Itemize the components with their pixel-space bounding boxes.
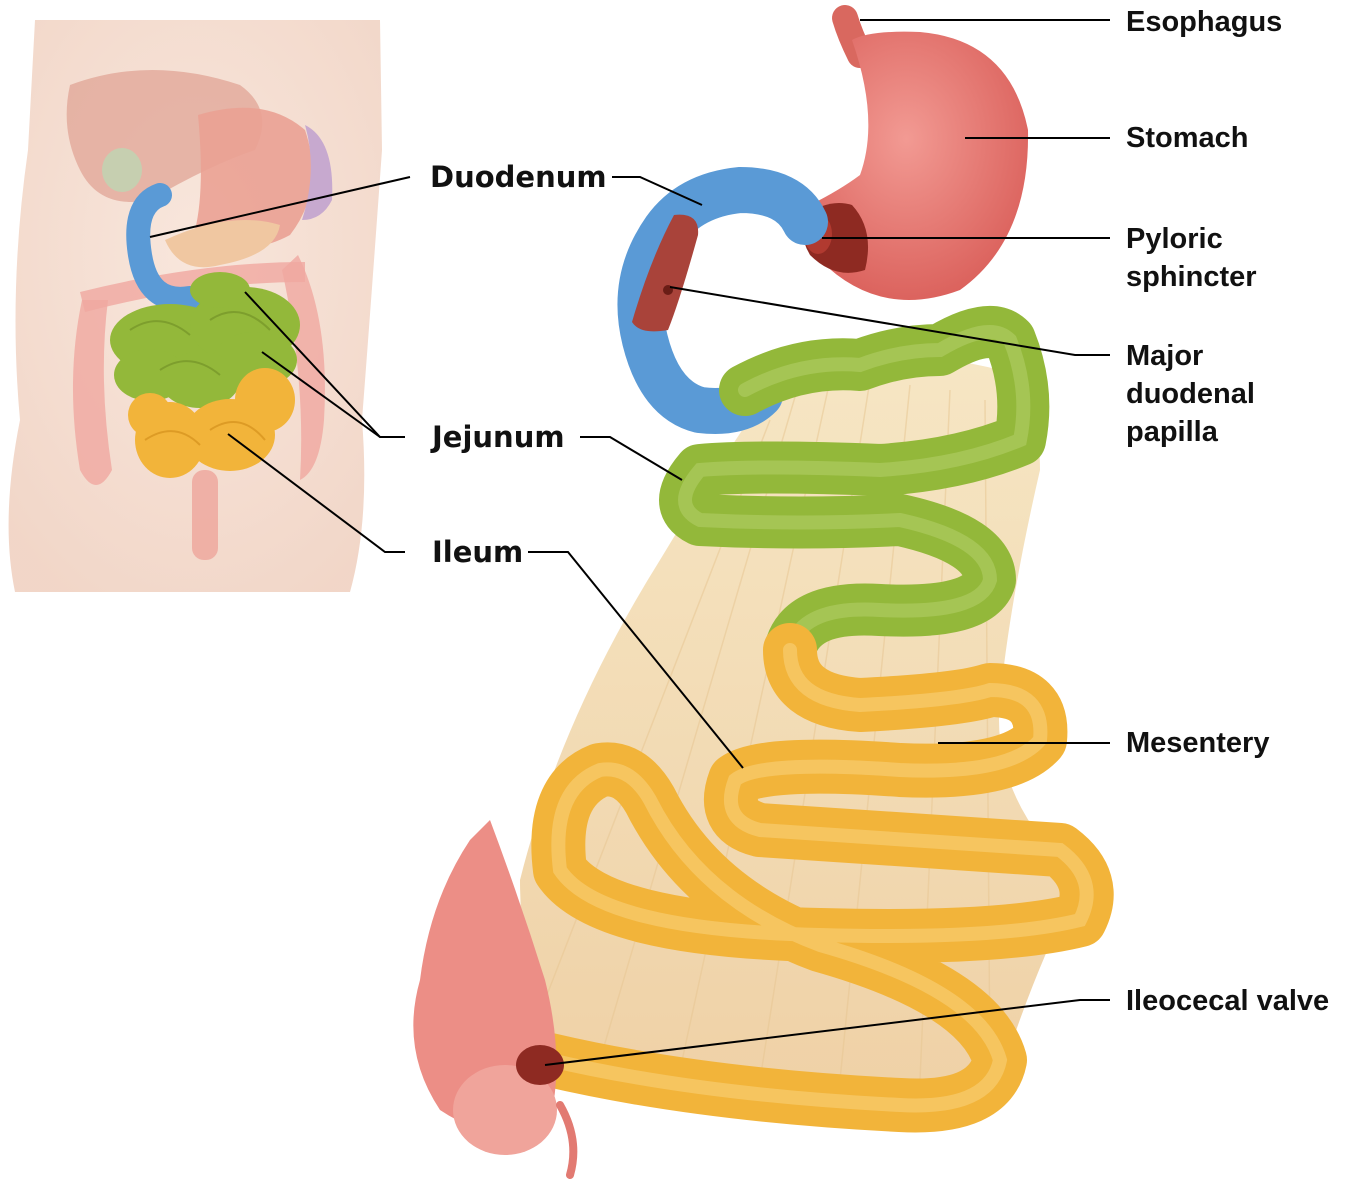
label-stomach: Stomach	[1126, 119, 1248, 157]
label-esophagus: Esophagus	[1126, 3, 1282, 41]
gall-bladder	[102, 148, 142, 192]
label-major-duodenal-papilla: Major duodenal papilla	[1126, 337, 1276, 451]
label-ileum: Ileum	[432, 533, 523, 571]
label-duodenum: Duodenum	[430, 158, 607, 196]
label-ileocecal-valve: Ileocecal valve	[1126, 982, 1329, 1020]
ileocecal-opening	[516, 1045, 564, 1085]
label-pyloric-sphincter: Pyloric sphincter	[1126, 220, 1276, 296]
label-mesentery: Mesentery	[1126, 724, 1269, 762]
torso-inset	[9, 20, 382, 592]
inset-rectum	[192, 470, 218, 560]
label-jejunum: Jejunum	[432, 418, 565, 456]
